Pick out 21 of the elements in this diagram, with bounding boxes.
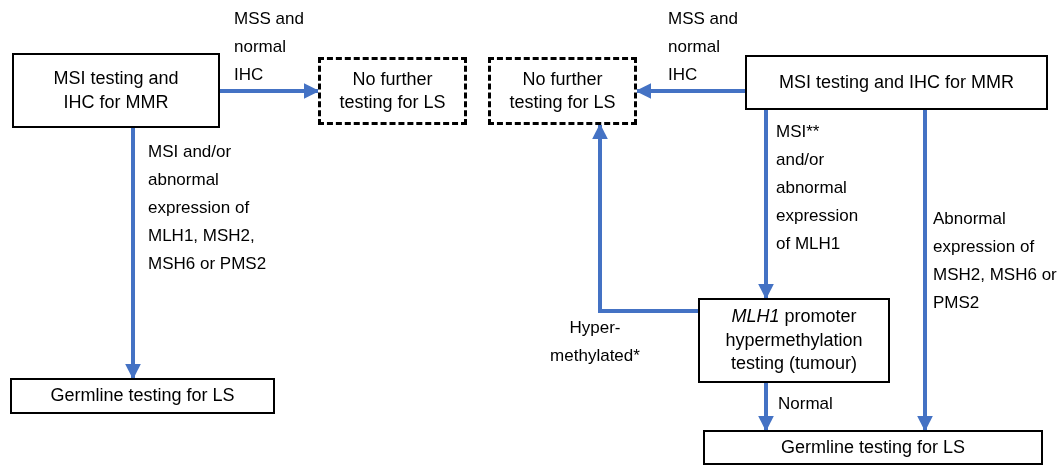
terminal-box: No further testing for LS <box>318 57 467 125</box>
edge-label: Hyper- methylated* <box>549 317 641 367</box>
terminal-box: No further testing for LS <box>488 57 637 125</box>
arrow <box>758 110 774 300</box>
process-box: Germline testing for LS <box>703 430 1043 465</box>
edge-label: MSS and normal IHC <box>668 8 739 86</box>
arrow <box>125 128 141 380</box>
arrow <box>917 110 933 432</box>
arrow <box>592 123 698 313</box>
process-box: MLH1 promoter hypermethylation testing (tumour) <box>698 298 890 383</box>
process-box: MSI testing and IHC for MMR <box>745 55 1048 110</box>
edge-label: MSI and/or abnormal expression of MLH1, MSH2, MSH6 or PMS2 <box>148 141 268 275</box>
edge-label: MSS and normal IHC <box>234 8 305 86</box>
arrow <box>220 83 320 99</box>
arrow <box>635 83 745 99</box>
edge-label: MSI** and/or abnormal expression of MLH1 <box>776 121 858 255</box>
process-box: Germline testing for LS <box>10 378 275 414</box>
edge-label: Abnormal expression of MSH2, MSH6 or PMS2 <box>933 208 1058 314</box>
edge-label: Normal <box>778 393 834 415</box>
process-box: MSI testing and IHC for MMR <box>12 53 220 128</box>
arrow <box>758 383 774 432</box>
